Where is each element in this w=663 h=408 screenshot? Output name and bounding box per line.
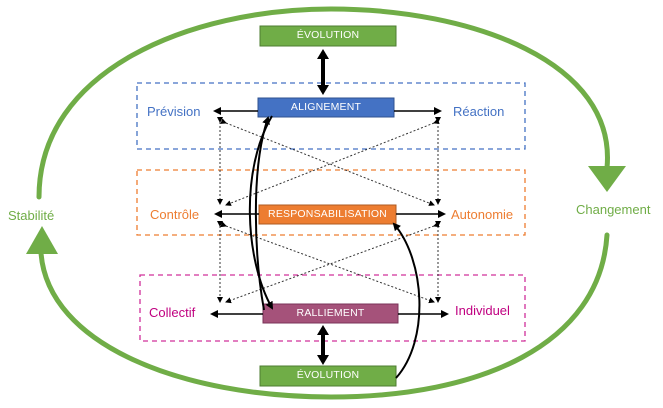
cycle-ring [26,6,626,400]
stability-label: Stabilité [8,208,55,223]
reaction-label: Réaction [453,104,505,119]
evolution-top-link [317,49,329,95]
evolution-top-label: ÉVOLUTION [296,29,360,41]
evolution-bottom-link [317,325,329,365]
cycle-arrow-up-icon [26,226,58,254]
evolution-bottom-label: ÉVOLUTION [296,369,360,381]
alignment-box [257,97,395,118]
curved-arrows [248,115,421,379]
collective-label: Collectif [149,305,196,320]
responsibility-group-frame [136,169,526,236]
control-label: Contrôle [150,207,200,222]
alignment-label: ALIGNEMENT [290,101,362,113]
autonomy-label: Autonomie [451,207,514,222]
responsibility-label: RESPONSABILISATION [268,208,387,220]
individual-label: Individuel [455,303,510,318]
change-label: Changement [576,202,651,217]
evolution-bottom-box [259,365,397,387]
evolution-top-box [259,25,397,47]
cycle-arrow-down-icon [588,166,626,192]
forecast-label: Prévision [147,104,201,119]
rallying-label: RALLIEMENT [296,307,365,319]
